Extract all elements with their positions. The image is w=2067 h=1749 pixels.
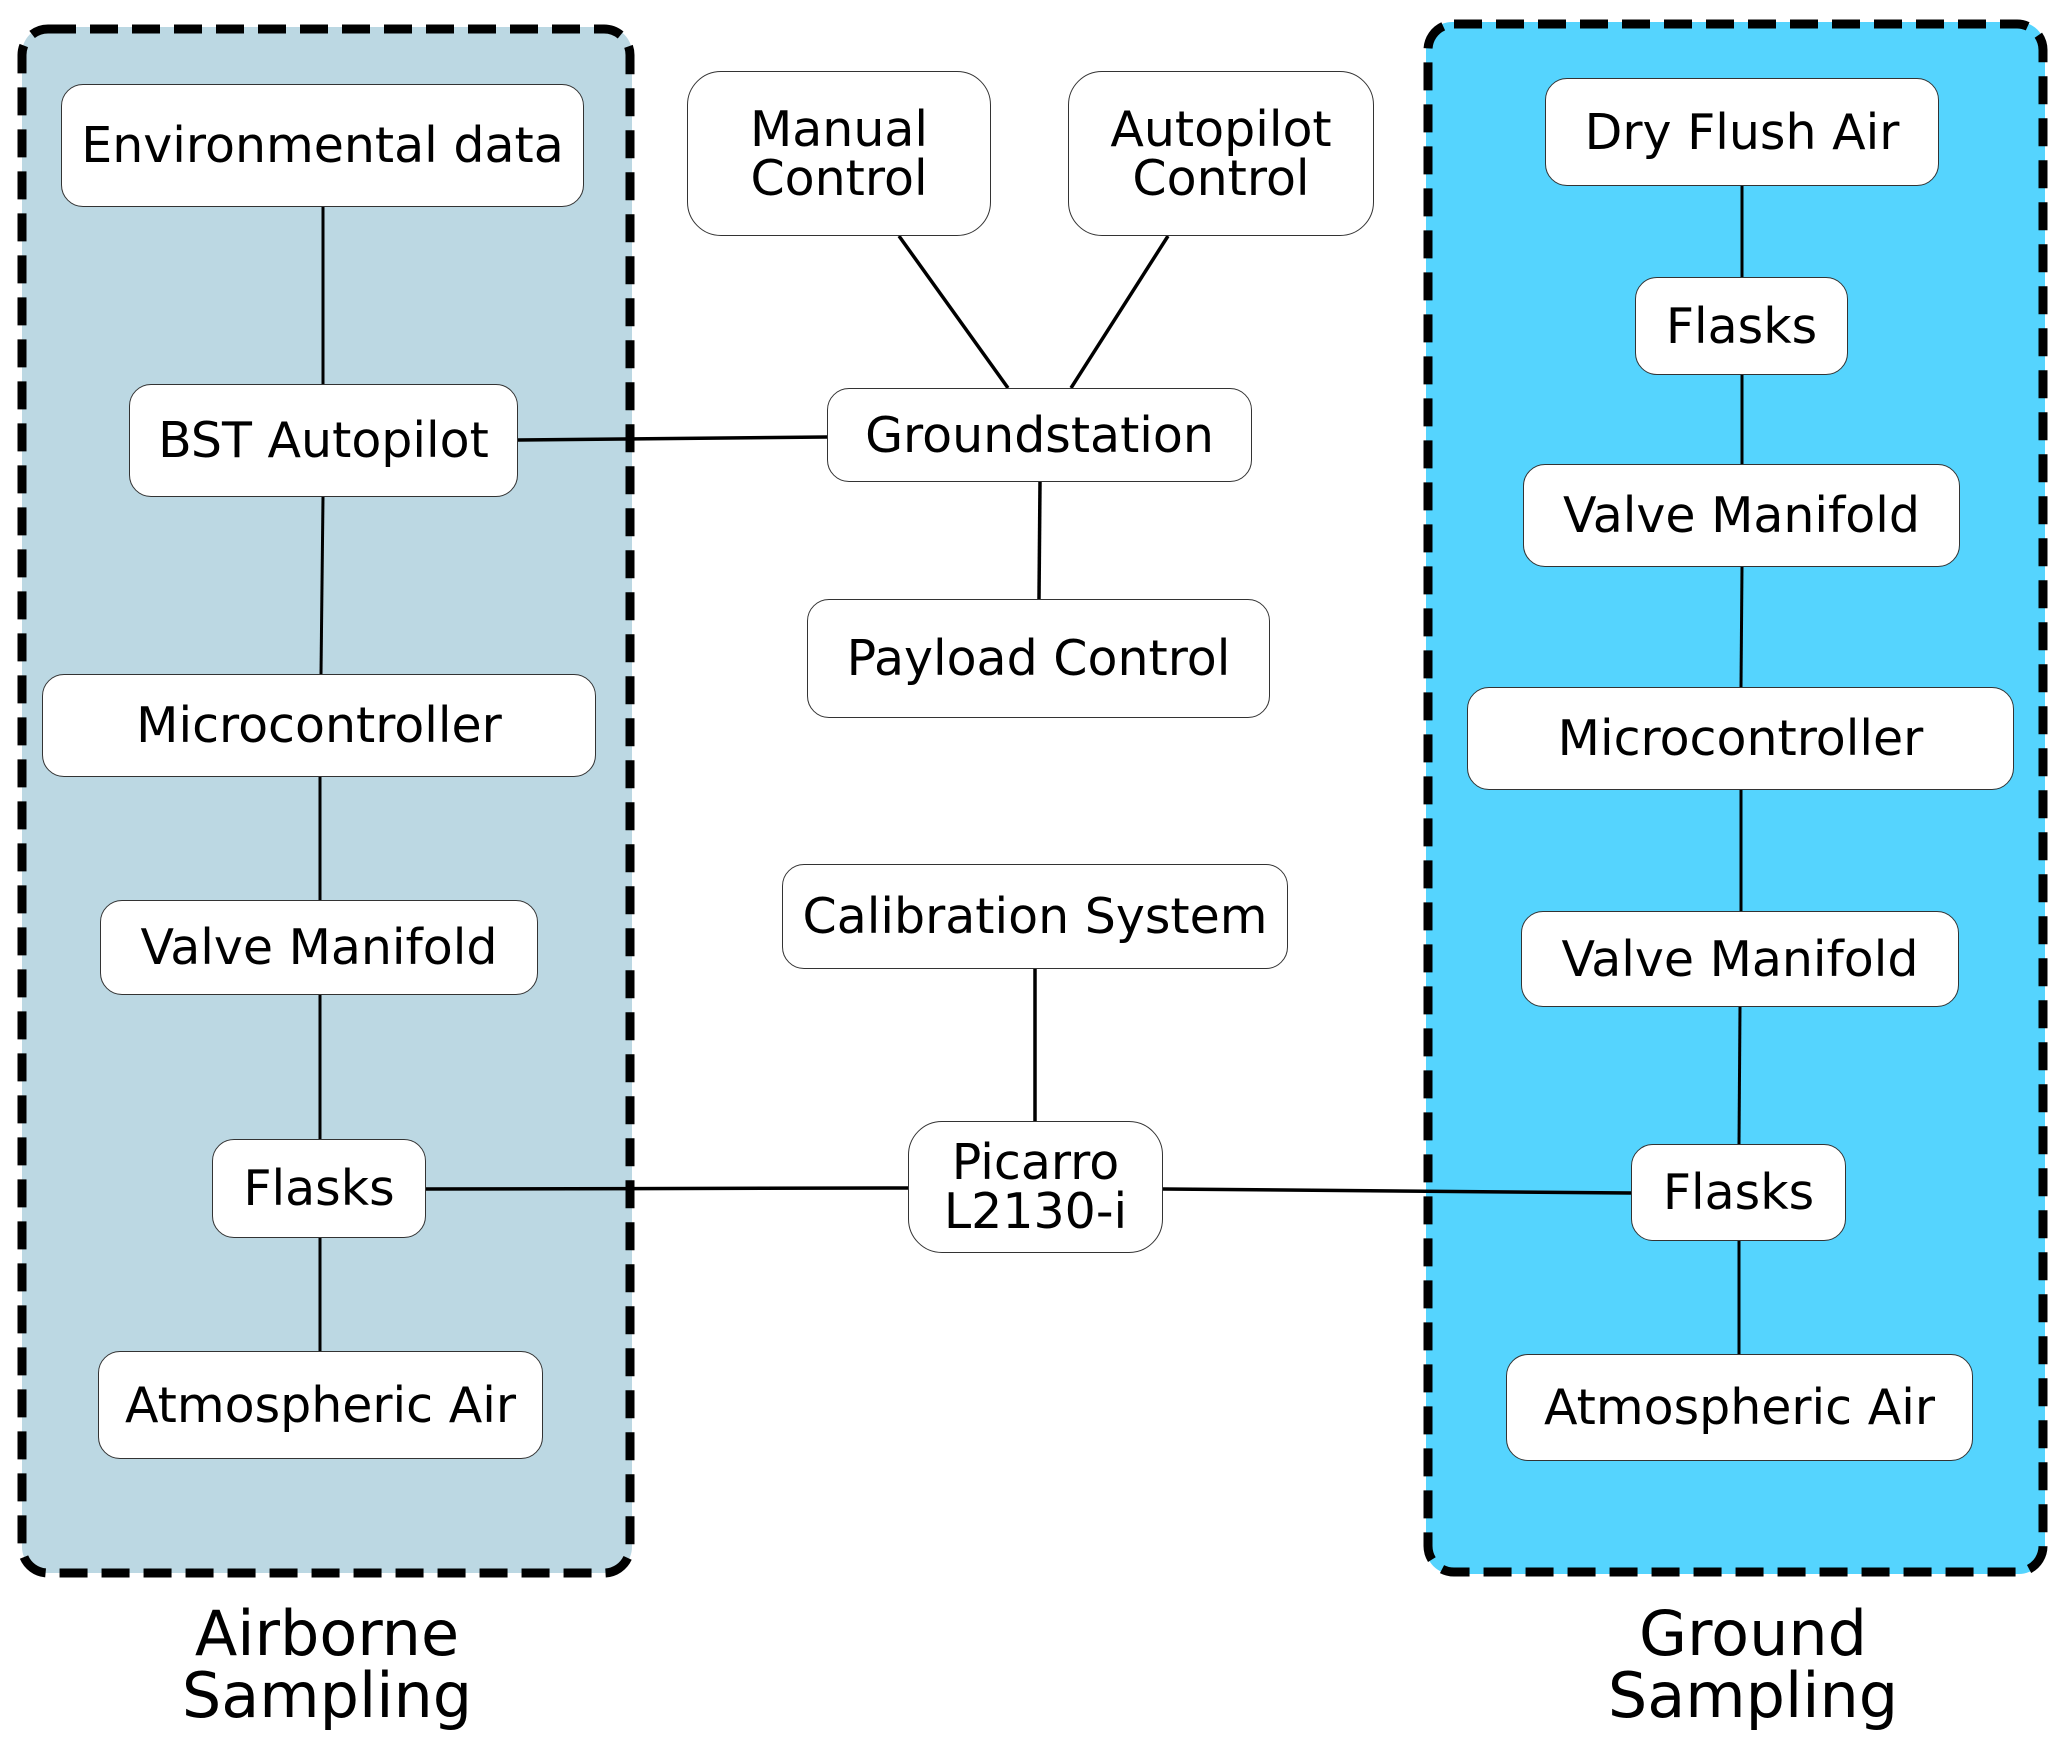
node-atmospheric-air-airborne: Atmospheric Air — [98, 1351, 543, 1459]
node-bst-autopilot: BST Autopilot — [129, 384, 518, 497]
link-flasksair-picarro — [425, 1186, 909, 1191]
node-dry-flush-air: Dry Flush Air — [1545, 78, 1939, 186]
node-calibration-system: Calibration System — [782, 864, 1288, 969]
link-valve-micro — [1739, 566, 1744, 688]
node-groundstation: Groundstation — [827, 388, 1252, 482]
node-manual-control: Manual Control — [687, 71, 991, 236]
node-flasks-airborne: Flasks — [212, 1139, 426, 1238]
node-microcontroller-ground: Microcontroller — [1467, 687, 2014, 790]
link-bst-groundstation — [517, 435, 828, 442]
ground-sampling-label: Ground Sampling — [1607, 1597, 1899, 1732]
node-valve-manifold-ground-bottom: Valve Manifold — [1521, 911, 1959, 1007]
node-flasks-ground-bottom: Flasks — [1631, 1144, 1846, 1241]
link-groundstation-payload — [1037, 481, 1042, 600]
link-manual-groundstation — [897, 234, 1010, 390]
airborne-sampling-label: Airborne Sampling — [181, 1597, 473, 1732]
node-environmental-data: Environmental data — [61, 84, 584, 207]
node-valve-manifold-airborne: Valve Manifold — [100, 900, 538, 995]
link-autopilot-groundstation — [1069, 235, 1170, 389]
link-picarro-flasksground — [1162, 1187, 1632, 1195]
node-flasks-ground-top: Flasks — [1635, 277, 1848, 375]
node-payload-control: Payload Control — [807, 599, 1270, 718]
link-bst-micro — [319, 496, 325, 675]
node-autopilot-control: Autopilot Control — [1068, 71, 1374, 236]
node-atmospheric-air-ground: Atmospheric Air — [1506, 1354, 1973, 1461]
node-picarro: Picarro L2130-i — [908, 1121, 1163, 1253]
node-valve-manifold-ground-top: Valve Manifold — [1523, 464, 1960, 567]
link-valve2-flasks2 — [1737, 1006, 1742, 1145]
node-microcontroller-airborne: Microcontroller — [42, 674, 596, 777]
